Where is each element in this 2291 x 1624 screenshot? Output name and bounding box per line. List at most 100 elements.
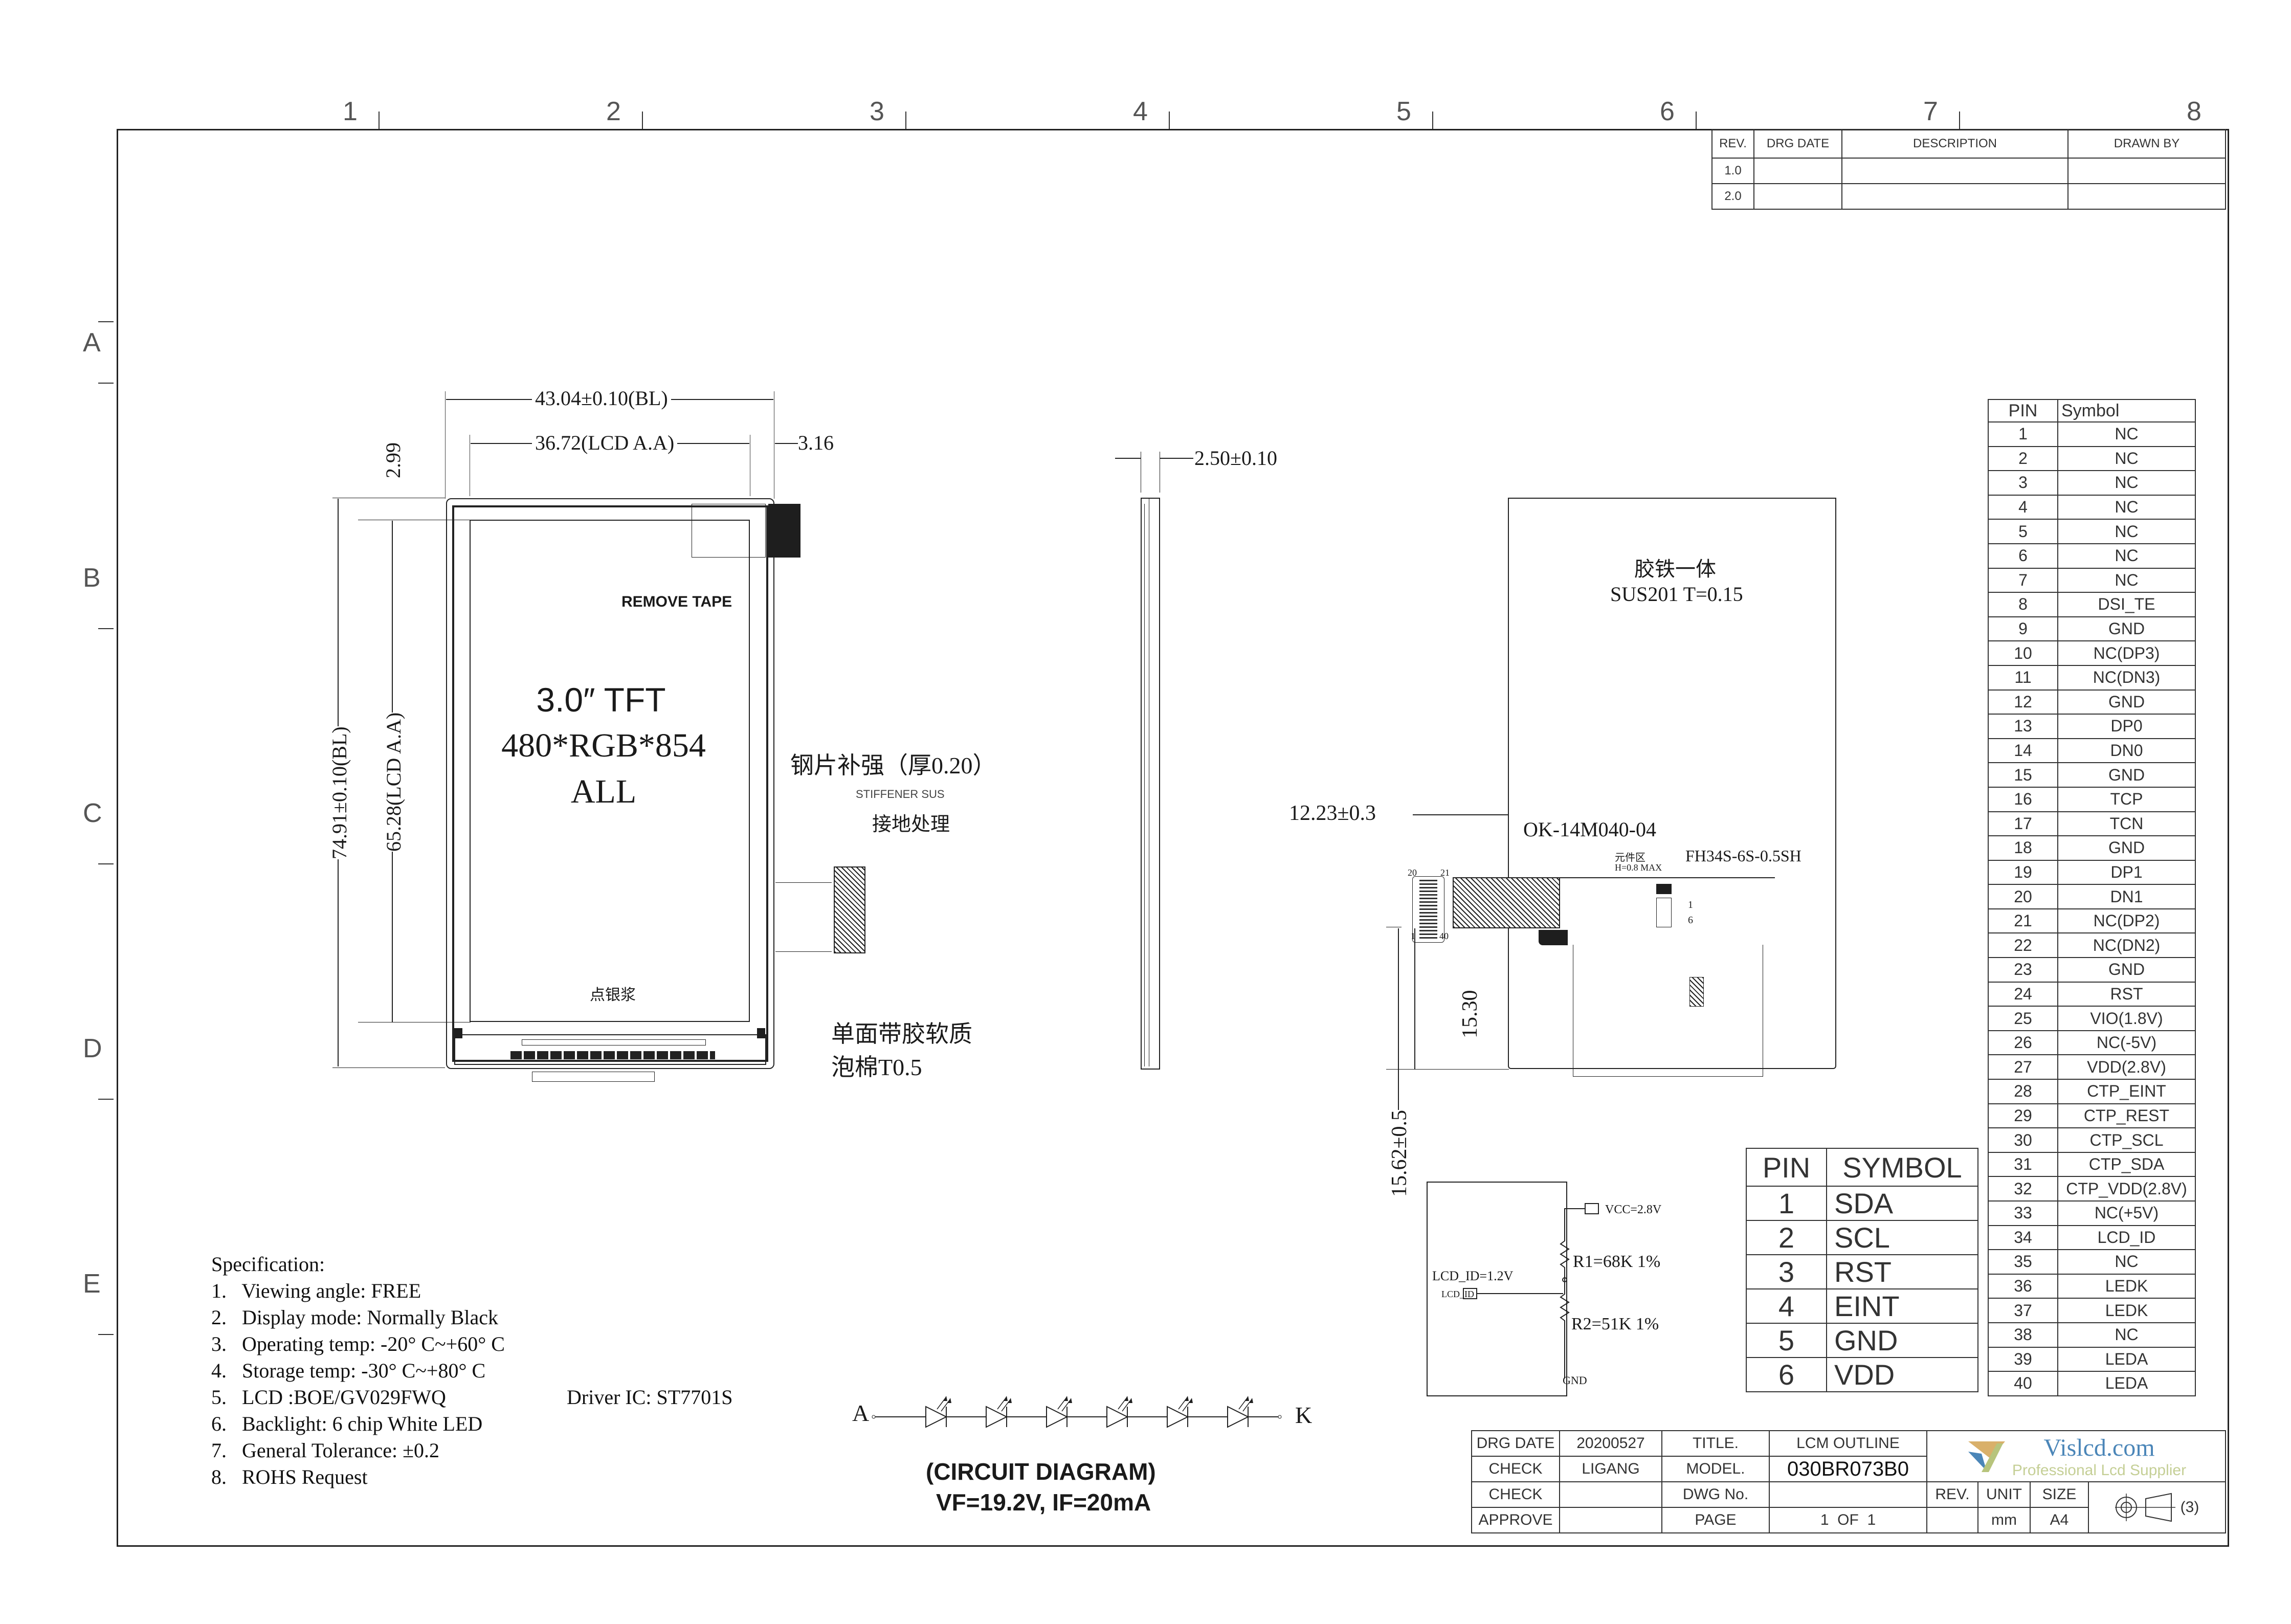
rev-value [1926,1507,1978,1533]
pin-symbol: NC(DN2) [2057,932,2196,959]
dim-right-margin: 3.16 [798,431,834,454]
pin-symbol: GND [2057,689,2196,715]
pin-number: 8 [1988,592,2058,617]
pin-number: 14 [1988,738,2058,764]
pin-symbol: NC(+5V) [2057,1200,2196,1226]
ctp-pin-number: 3 [1746,1254,1827,1289]
glass-outline [452,505,768,1062]
logo-name: Vislcd.com [2043,1434,2155,1461]
silver-paste-dot-right [757,1028,765,1038]
silver-paste-label: 点银浆 [590,987,636,1004]
pin-symbol: TCN [2057,811,2196,837]
connector-ctp-label: FH34S-6S-0.5SH [1685,847,1801,865]
pin-symbol: VIO(1.8V) [2057,1006,2196,1031]
grid-col-6: 6 [1660,97,1675,126]
approve-label: APPROVE [1471,1507,1560,1533]
pin-number: 7 [1988,567,2058,593]
specification-item: 8. ROHS Request [211,1465,368,1488]
pin-symbol: NC [2057,494,2196,520]
grid-row-d: D [83,1034,102,1063]
pin-label-20: 20 [1408,867,1417,878]
pin-number: 40 [1988,1371,2058,1396]
stiffener-block [834,866,865,953]
extension-line [1386,1069,1509,1070]
dim-top-margin: 2.99 [382,442,405,478]
dimension-arrow [1115,458,1141,459]
pin-number: 21 [1988,908,2058,934]
drg-date-value: 20200527 [1559,1430,1662,1457]
pull-tab [768,504,800,558]
bond-pads [510,1051,715,1059]
pin-number: 27 [1988,1054,2058,1080]
drawing-frame [117,129,2229,1547]
pin-number: 22 [1988,932,2058,959]
fpc-edge [775,951,832,952]
unit-label: UNIT [1977,1481,2031,1508]
grid-tick [98,1334,114,1335]
specification-item: 4. Storage temp: -30° C~+80° C [211,1359,486,1382]
panel-size-title: 3.0″ TFT [536,681,666,719]
lcd-id-circuit-box [1427,1182,1567,1396]
ctp-pin-symbol: GND [1826,1323,1978,1358]
revision-row: 1.0 [1711,158,2226,184]
grid-tick [98,863,114,864]
circuit-caption: (CIRCUIT DIAGRAM) [926,1458,1156,1485]
rev-header: REV. [1711,129,1754,159]
check2-label: CHECK [1471,1481,1560,1508]
dimension-line [775,443,798,444]
grid-tick [642,112,643,129]
rev-cell: 2.0 [1711,183,1754,210]
pin-number: 15 [1988,762,2058,788]
extension-line [332,1067,445,1068]
logo-mark-icon [1968,1441,2005,1472]
title-value: LCM OUTLINE [1769,1430,1927,1457]
grid-tick [98,628,114,629]
back-plate-label-cn: 胶铁一体 [1634,558,1716,581]
fpc-edge [775,882,832,883]
pin-symbol: NC [2057,543,2196,569]
pin-number: 12 [1988,689,2058,715]
ctp-pin-label-1: 1 [1688,899,1693,910]
pin-number: 38 [1988,1322,2058,1348]
unit-value: mm [1977,1507,2031,1533]
page-value: 1 OF 1 [1769,1507,1927,1533]
check2-value [1559,1481,1662,1508]
pin-symbol: NC(DP2) [2057,908,2196,934]
pin-symbol: GND [2057,762,2196,788]
panel-viewing: ALL [570,773,637,810]
ic-outline [522,1039,706,1045]
resistor-divider-icon [1560,1238,1570,1378]
pin-symbol: CTP_SDA [2057,1151,2196,1177]
pin-header: PIN [1988,399,2058,422]
grid-tick [1432,112,1433,129]
projection-symbol: (3) [2088,1481,2226,1533]
back-plate-material: SUS201 T=0.15 [1610,583,1743,606]
pin-symbol: CTP_SCL [2057,1127,2196,1153]
grid-tick [1959,112,1960,129]
size-value: A4 [2030,1507,2089,1533]
pin-number: 19 [1988,859,2058,885]
wire [1477,1293,1563,1294]
ctp-pin-symbol: EINT [1826,1288,1978,1324]
pin-number: 3 [1988,470,2058,496]
grid-col-4: 4 [1133,97,1148,126]
extension-line [445,391,446,499]
panel-resolution: 480*RGB*854 [501,727,706,764]
